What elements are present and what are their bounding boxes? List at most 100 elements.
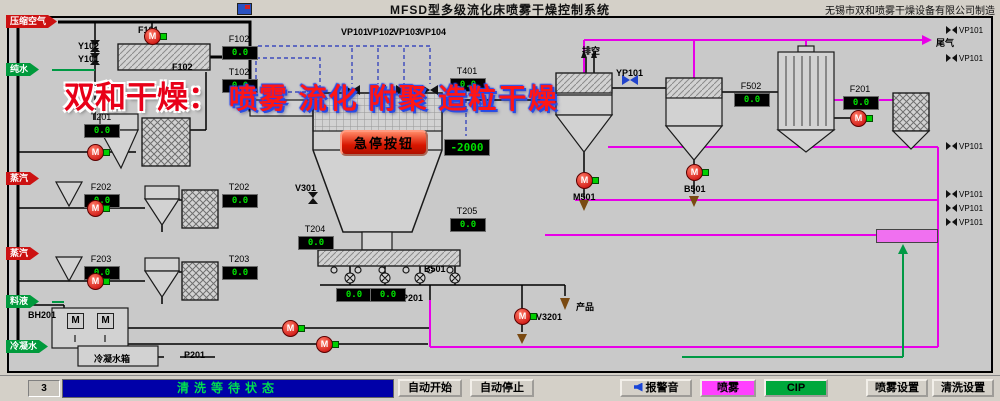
valve-tag-label: VP101 (959, 218, 984, 227)
equipment (51, 43, 931, 367)
button-label: 喷雾 (717, 381, 739, 394)
valve-tag[interactable]: VP101 (946, 142, 983, 151)
valve-icon (946, 142, 957, 151)
run-indicator (530, 313, 537, 320)
page-title: MFSD型多级流化床喷雾干燥控制系统 (390, 3, 610, 17)
cip-button[interactable]: CIP (764, 379, 828, 397)
diagram-label: B501 (424, 264, 446, 274)
valve-tag-label: VP101 (959, 54, 984, 63)
valve-icon (946, 218, 957, 227)
supply-tag: 冷凝水 (6, 340, 48, 353)
instrument-tag: F203 (90, 254, 112, 264)
pump-motor[interactable]: M (576, 172, 599, 189)
agitator-motor[interactable]: M (67, 313, 84, 329)
diagram-label: P201 (184, 350, 206, 360)
diagram-label: V301 (295, 183, 317, 193)
pump-motor[interactable]: M (282, 320, 305, 337)
diagram-label: B501 (684, 184, 706, 194)
pump-motor[interactable]: M (144, 28, 167, 45)
supply-tag: 纯水 (6, 63, 39, 76)
diagram-label: V3201 (536, 312, 563, 322)
status-bar: 清洗等待状态 (62, 379, 394, 398)
auto-start-button[interactable]: 自动开始 (398, 379, 462, 397)
run-indicator (298, 325, 305, 332)
diagram-label: VP103 (393, 27, 421, 37)
run-indicator (592, 177, 599, 184)
button-label: 自动停止 (480, 381, 524, 394)
instrument-tag: T203 (228, 254, 250, 264)
pump-motor[interactable]: M (514, 308, 537, 325)
valves (90, 40, 638, 284)
pump-motor[interactable]: M (87, 273, 110, 290)
value-display: 0.0 (450, 218, 486, 232)
valve-tag-label: VP101 (959, 190, 984, 199)
spray-button[interactable]: 喷雾 (700, 379, 756, 397)
alarm-mute-button[interactable]: 报警音 (620, 379, 692, 397)
diagram-label: VP201 (396, 293, 424, 303)
value-display: 0.0 (222, 266, 258, 280)
supply-tag: 蒸汽 (6, 172, 39, 185)
button-label: 自动开始 (408, 381, 452, 394)
diagram-label: VP101 (341, 27, 369, 37)
run-indicator (103, 205, 110, 212)
value-display: 0.0 (222, 194, 258, 208)
instrument-tag: F201 (849, 84, 871, 94)
button-label: 报警音 (645, 381, 679, 394)
recovery-io-box (876, 229, 938, 243)
instrument-tag: T401 (456, 66, 478, 76)
pipe-arrows (517, 35, 932, 344)
valve-icon (946, 26, 957, 35)
valve-tag[interactable]: VP101 (946, 204, 983, 213)
button-label: 清洗设置 (941, 381, 985, 394)
diagram-label: VP104 (419, 27, 447, 37)
valve-tag[interactable]: VP101 (946, 190, 983, 199)
diagram-label: Y101 (78, 54, 100, 64)
diagram-label: BH201 (28, 310, 57, 320)
emergency-stop-button[interactable]: 急停按钮 (340, 130, 428, 156)
counter-box: 3 (28, 380, 60, 397)
agitator-motor[interactable]: M (97, 313, 114, 329)
clean-settings-button[interactable]: 清洗设置 (932, 379, 994, 397)
button-label: 喷雾设置 (875, 381, 919, 394)
diagram-label: VP102 (367, 27, 395, 37)
pump-motor[interactable]: M (686, 164, 709, 181)
instrument-tag: T204 (304, 224, 326, 234)
speaker-icon (633, 382, 643, 392)
pump-motor[interactable]: M (87, 200, 110, 217)
diagram-label: M501 (573, 192, 596, 202)
instrument-tag: F102 (228, 34, 250, 44)
auto-stop-button[interactable]: 自动停止 (470, 379, 534, 397)
run-indicator (702, 169, 709, 176)
instrument-tag: F202 (90, 182, 112, 192)
valve-tag-label: VP101 (959, 142, 984, 151)
pump-motor[interactable]: M (87, 144, 110, 161)
valve-tag[interactable]: VP101 (946, 54, 983, 63)
signal-lines (255, 45, 467, 136)
value-display: 0.0 (450, 78, 486, 92)
instrument-tag: T201 (90, 112, 112, 122)
pump-motor[interactable]: M (850, 110, 873, 127)
pump-motor[interactable]: M (316, 336, 339, 353)
run-indicator (103, 278, 110, 285)
instrument-tag: F502 (740, 81, 762, 91)
valve-tag[interactable]: VP101 (946, 218, 983, 227)
button-label: CIP (786, 381, 806, 394)
value-display: 0.0 (734, 93, 770, 107)
level-display: -2000 (444, 139, 490, 156)
value-display: 0.0 (222, 46, 258, 60)
valve-tag[interactable]: VP101 (946, 26, 983, 35)
instrument-tag: T205 (456, 206, 478, 216)
run-indicator (103, 149, 110, 156)
supply-tag: 料液 (6, 295, 39, 308)
valve-icon (946, 190, 957, 199)
value-display: 0.0 (843, 96, 879, 110)
supply-tag: 蒸汽 (6, 247, 39, 260)
run-indicator (332, 341, 339, 348)
spray-settings-button[interactable]: 喷雾设置 (866, 379, 928, 397)
diagram-label: 冷凝水箱 (94, 354, 131, 364)
value-display: 0.0 (370, 288, 406, 302)
valve-tag-label: VP101 (959, 204, 984, 213)
value-display: 0.0 (336, 288, 372, 302)
